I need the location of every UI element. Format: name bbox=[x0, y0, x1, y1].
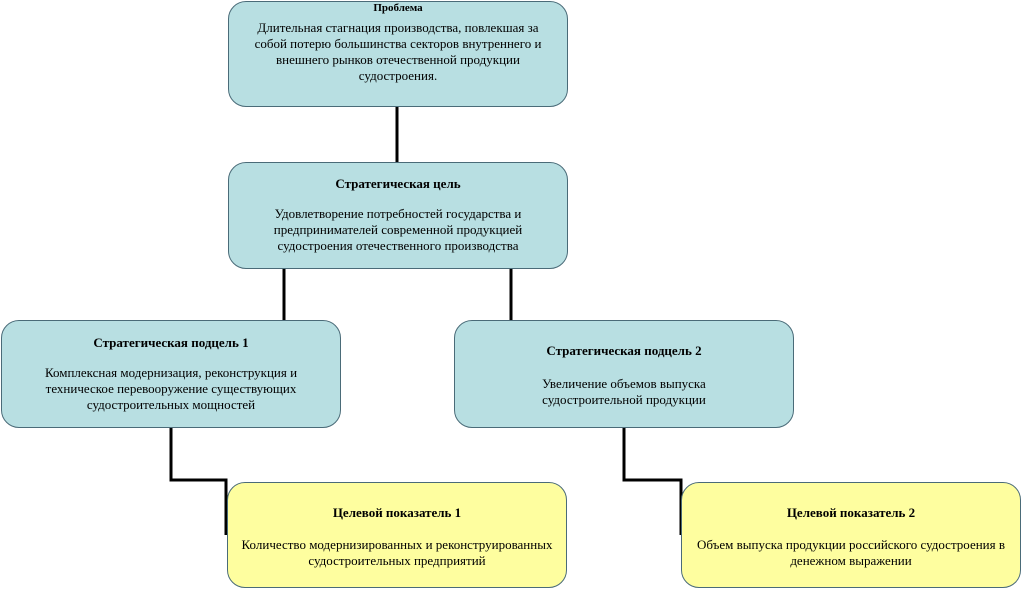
subgoal-1-text: Комплексная модернизация, реконструкция … bbox=[44, 365, 298, 412]
subgoal-2-title: Стратегическая подцель 2 bbox=[546, 343, 702, 358]
strategic-goal-text: Удовлетворение потребностей государства … bbox=[273, 206, 523, 253]
strategic-goal-box: Стратегическая цель Удовлетворение потре… bbox=[228, 162, 568, 269]
indicator-2-title: Целевой показатель 2 bbox=[786, 505, 916, 520]
indicator-2-text: Объем выпуска продукции российского судо… bbox=[696, 537, 1006, 568]
problem-box: Проблема Длительная стагнация производст… bbox=[228, 1, 568, 107]
subgoal-1-title: Стратегическая подцель 1 bbox=[93, 335, 249, 350]
indicator-1-box: Целевой показатель 1 Количество модерниз… bbox=[227, 482, 567, 588]
subgoal-2-text: Увеличение объемов выпуска судостроитель… bbox=[542, 376, 706, 407]
problem-title: Проблема bbox=[373, 2, 423, 14]
subgoal-1-box: Стратегическая подцель 1 Комплексная мод… bbox=[1, 320, 341, 428]
problem-text: Длительная стагнация производства, повле… bbox=[254, 20, 542, 83]
subgoal-2-box: Стратегическая подцель 2 Увеличение объе… bbox=[454, 320, 794, 428]
indicator-1-title: Целевой показатель 1 bbox=[332, 505, 462, 520]
connector-subgoal-1-indicator-1 bbox=[169, 428, 228, 535]
indicator-1-text: Количество модернизированных и реконстру… bbox=[241, 537, 553, 568]
strategic-goal-title: Стратегическая цель bbox=[335, 176, 461, 191]
connector-subgoal-2-indicator-2 bbox=[622, 428, 683, 535]
indicator-2-box: Целевой показатель 2 Объем выпуска проду… bbox=[681, 482, 1021, 588]
